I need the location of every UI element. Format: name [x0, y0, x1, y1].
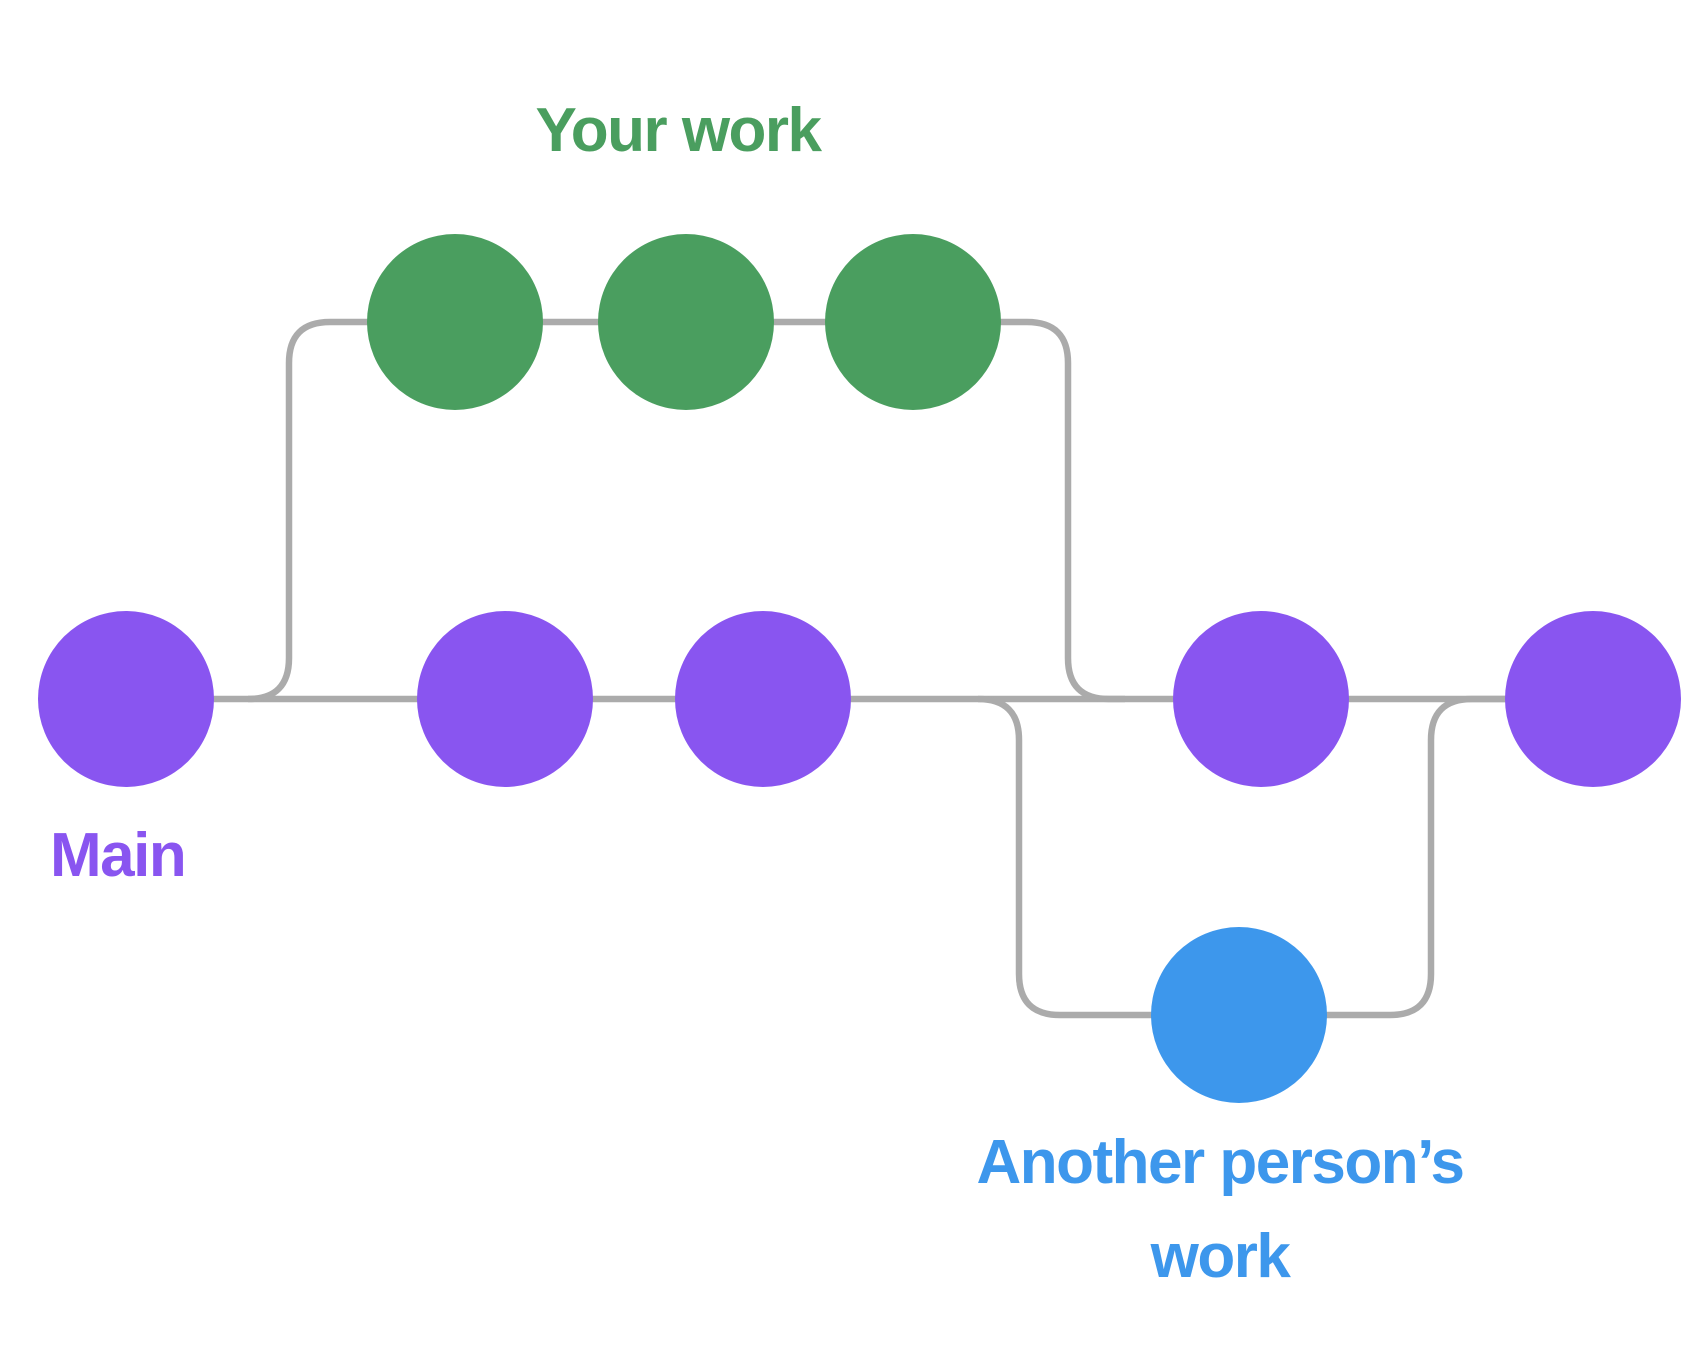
your-work-commit-3	[825, 234, 1001, 410]
your-work-commit-2	[598, 234, 774, 410]
another-person-label-line2: work	[1150, 1222, 1291, 1291]
main-commit-4	[1173, 611, 1349, 787]
main-commit-2	[417, 611, 593, 787]
main-commit-3	[675, 611, 851, 787]
another-person-label: Another person’s work	[920, 1116, 1520, 1304]
another-person-label-line1: Another person’s	[976, 1128, 1466, 1197]
main-label: Main	[50, 821, 187, 890]
another-person-branch-line	[977, 695, 1507, 1019]
your-work-label: Your work	[535, 96, 822, 165]
main-commit-5	[1505, 611, 1681, 787]
your-work-commit-1	[367, 234, 543, 410]
main-commit-1	[38, 611, 214, 787]
another-person-commit-1	[1151, 927, 1327, 1103]
your-work-branch-line	[247, 318, 1125, 703]
